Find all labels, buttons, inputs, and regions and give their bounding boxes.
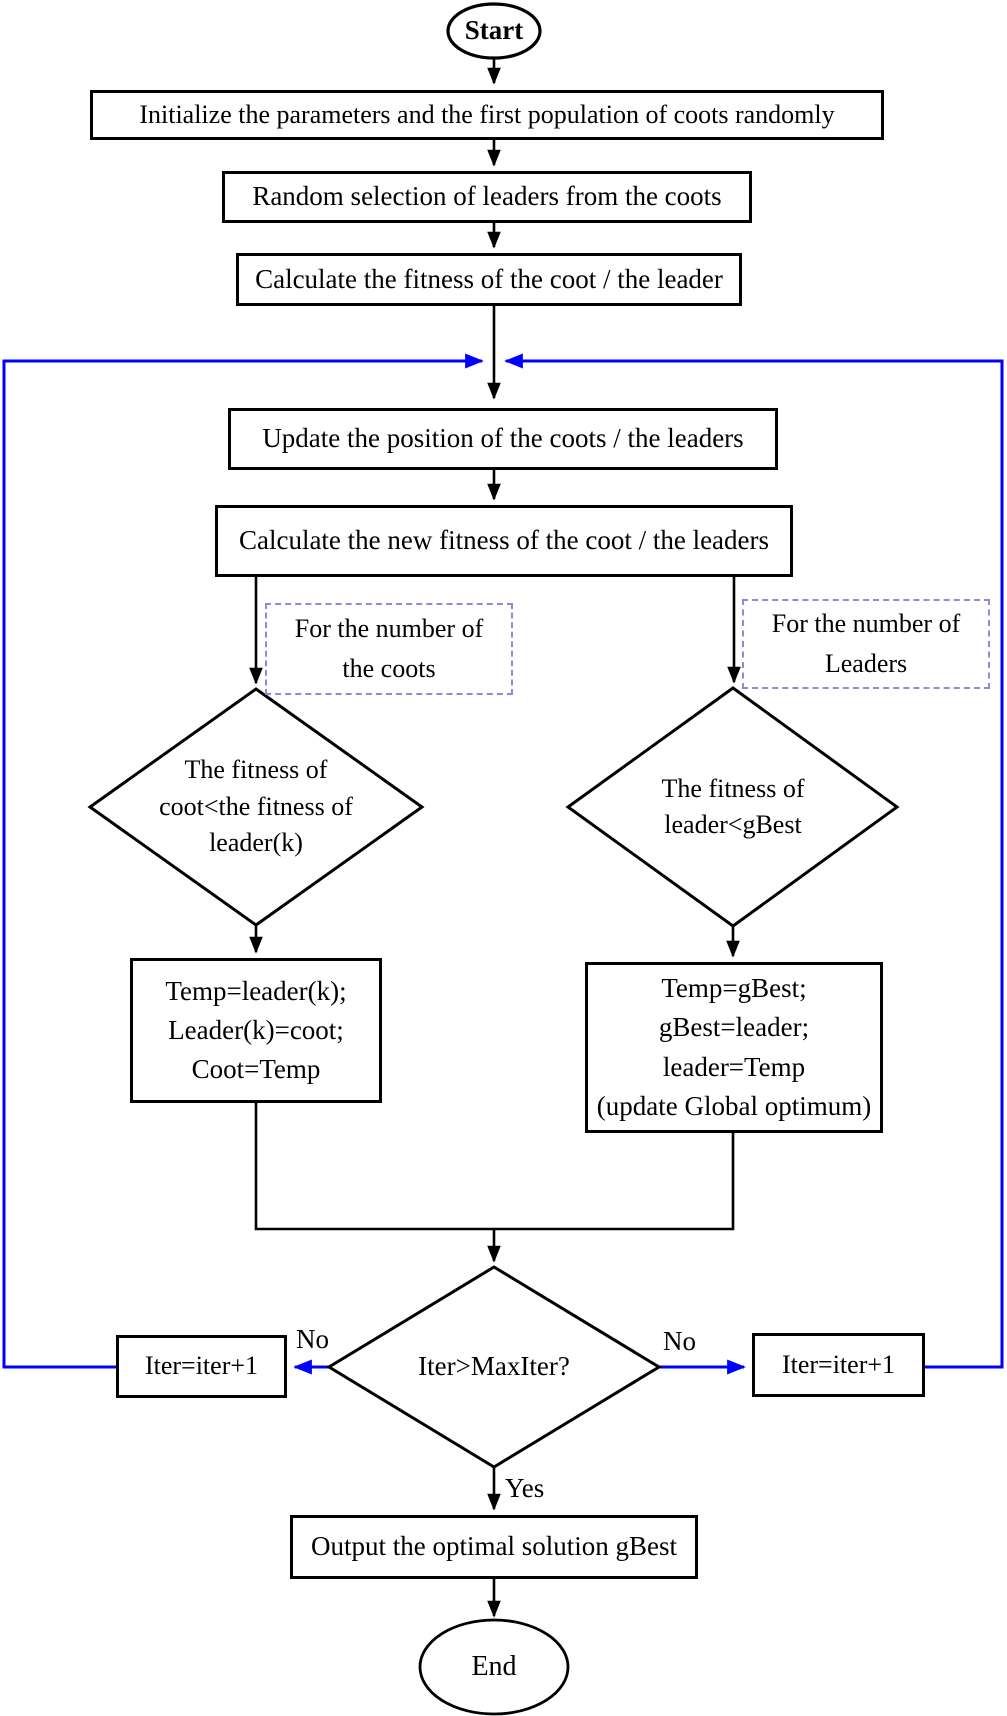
loop-annotation-leaders: For the number of Leaders [742,599,990,689]
edge-label-no-right: No [663,1326,696,1356]
loop-annotation-coots: For the number of the coots [265,603,513,695]
process-calc-new-fitness: Calculate the new fitness of the coot / … [215,505,793,577]
process-swap-leader: Temp=gBest; gBest=leader; leader=Temp (u… [585,962,883,1133]
process-iter-increment-left: Iter=iter+1 [116,1335,287,1398]
end-terminal-label: End [471,1650,517,1682]
process-output: Output the optimal solution gBest [290,1515,698,1579]
process-initialize: Initialize the parameters and the first … [90,90,884,140]
start-ellipse [446,2,542,60]
end-ellipse [418,1618,570,1716]
decision-iter-label: Iter>MaxIter? [418,1351,570,1382]
loop-left-line [2,353,484,1369]
edge-label-yes: Yes [505,1473,545,1503]
decision-iter-diamond [326,1265,662,1469]
edge-label-no-left: No [296,1324,329,1354]
process-calc-fitness: Calculate the fitness of the coot / the … [236,253,742,306]
start-terminal-label: Start [464,15,524,46]
decision-leader-diamond [565,686,900,928]
decision-coot-label: The fitness of coot<the fitness of leade… [159,755,353,858]
process-swap-coot: Temp=leader(k); Leader(k)=coot; Coot=Tem… [130,958,382,1103]
loop-right-line [504,353,1004,1369]
process-update-position: Update the position of the coots / the l… [228,408,778,470]
process-random-selection: Random selection of leaders from the coo… [222,171,752,223]
decision-leader-label: The fitness of leader<gBest [661,773,805,839]
decision-coot-diamond [87,687,425,927]
process-iter-increment-right: Iter=iter+1 [752,1333,925,1397]
